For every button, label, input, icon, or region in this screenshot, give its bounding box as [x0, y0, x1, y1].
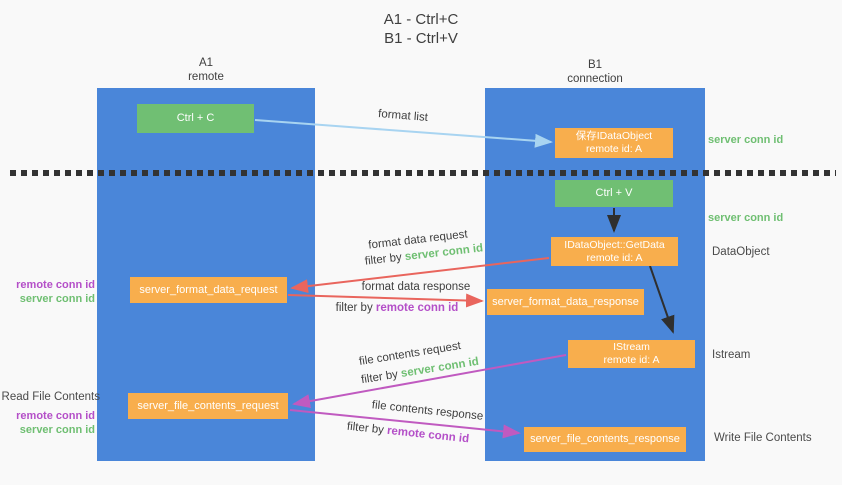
node-save-idataobject-line1: 保存IDataObject — [575, 130, 653, 142]
node-ctrl-c: Ctrl + C — [137, 104, 254, 133]
node-istream: IStream remote id: A — [568, 340, 695, 368]
column-header-b1: B1 connection — [485, 58, 705, 86]
title-line-2: B1 - Ctrl+V — [384, 30, 458, 47]
arrow-format-data-response — [287, 293, 484, 308]
label-format-list: format list — [377, 108, 429, 124]
label-file-contents-response: file contents response — [371, 399, 484, 423]
right-label-dataobject: DataObject — [712, 246, 770, 258]
node-server-file-contents-response-label: server_file_contents_response — [530, 433, 680, 445]
node-server-format-data-response-label: server_format_data_response — [492, 295, 639, 308]
filter-key-remote-conn-id: remote conn id — [386, 424, 470, 446]
label-format-data-response: format data response — [361, 281, 471, 293]
filter-key-remote-conn-id: remote conn id — [375, 302, 459, 314]
column-header-a1: A1 remote — [97, 56, 315, 84]
node-server-file-contents-request-label: server_file_contents_request — [137, 399, 279, 412]
node-server-format-data-request-label: server_format_data_request — [139, 283, 278, 296]
node-save-idataobject-line2: remote id: A — [585, 143, 643, 155]
right-label-istream: Istream — [712, 349, 751, 361]
session-divider-dotted-line — [10, 170, 836, 176]
filter-by-text: filter by — [335, 302, 376, 314]
node-server-format-data-request: server_format_data_request — [130, 277, 287, 303]
diagram-title: A1 - Ctrl+C B1 - Ctrl+V — [0, 10, 842, 48]
title-line-1: A1 - Ctrl+C — [383, 11, 459, 28]
left-label-server-conn-id-bottom: server conn id — [19, 424, 95, 436]
label-filter-file-contents-response: filter by remote conn id — [338, 420, 478, 447]
left-label-server-conn-id-top: server conn id — [19, 293, 95, 305]
filter-by-text: filter by — [364, 251, 406, 268]
node-save-idataobject: 保存IDataObject remote id: A — [555, 128, 673, 158]
node-ctrl-v-label: Ctrl + V — [595, 187, 633, 199]
node-server-format-data-response: server_format_data_response — [487, 289, 644, 315]
left-label-remote-conn-id-bottom: remote conn id — [16, 410, 95, 422]
node-server-file-contents-request: server_file_contents_request — [128, 393, 288, 419]
right-label-write-file-contents: Write File Contents — [714, 432, 812, 444]
node-ctrl-v: Ctrl + V — [555, 180, 673, 207]
filter-by-text: filter by — [346, 420, 388, 437]
right-label-server-conn-id-top: server conn id — [708, 134, 784, 146]
left-label-remote-conn-id-top: remote conn id — [16, 279, 95, 291]
node-istream-line2: remote id: A — [603, 354, 660, 366]
node-idataobject-getdata-line2: remote id: A — [586, 251, 643, 264]
right-label-server-conn-id-mid: server conn id — [708, 212, 784, 224]
label-filter-format-data-response: filter by remote conn id — [327, 302, 467, 314]
column-b1-name: B1 — [587, 59, 603, 71]
node-idataobject-getdata: IDataObject::GetData remote id: A — [551, 237, 678, 266]
filter-by-text: filter by — [360, 368, 402, 387]
node-istream-line1: IStream — [613, 341, 650, 353]
column-a1-subtitle: remote — [188, 71, 224, 83]
node-ctrl-c-label: Ctrl + C — [176, 112, 215, 124]
column-a1-name: A1 — [198, 57, 214, 69]
node-idataobject-getdata-line1: IDataObject::GetData — [564, 238, 665, 251]
column-b1-subtitle: connection — [567, 73, 623, 85]
node-server-file-contents-response: server_file_contents_response — [524, 427, 686, 452]
left-label-read-file-contents: Read File Contents — [1, 391, 100, 403]
